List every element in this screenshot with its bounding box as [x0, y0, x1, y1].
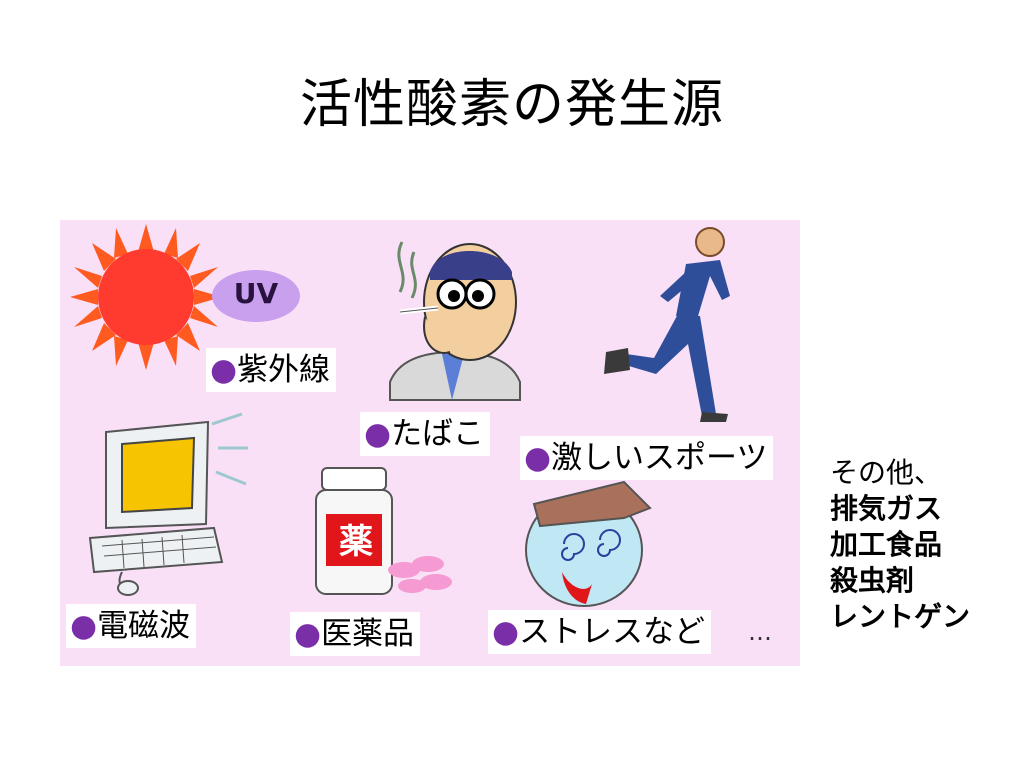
other-source-item: レントゲン — [830, 600, 971, 633]
other-sources-list: その他、 排気ガス 加工食品 殺虫剤 レントゲン — [830, 455, 970, 635]
uv-bubble — [212, 270, 300, 322]
bullet-icon: ● — [210, 352, 238, 388]
bullet-icon: ● — [492, 614, 520, 650]
uv-label: ●紫外線 — [206, 348, 337, 392]
tobacco-label: ●たばこ — [360, 412, 491, 456]
computer-icon — [88, 412, 248, 596]
slide-title: 活性酸素の発生源 — [299, 75, 724, 135]
other-source-item: 殺虫剤 — [830, 564, 915, 597]
stress-label: ●ストレスなど — [488, 610, 712, 654]
sports-label: ●激しいスポーツ — [520, 436, 774, 480]
ellipsis: … — [748, 618, 774, 646]
medicine-bottle-label: 薬 — [339, 522, 373, 562]
bullet-icon: ● — [364, 416, 392, 452]
stressed-face-icon — [525, 480, 652, 607]
bullet-icon: ● — [294, 616, 322, 652]
bullet-icon: ● — [70, 608, 98, 644]
other-sources-heading: その他、 — [830, 456, 943, 489]
em-waves-label: ●電磁波 — [66, 604, 197, 648]
uv-text: UV — [233, 277, 279, 310]
other-source-item: 排気ガス — [830, 492, 943, 525]
other-source-item: 加工食品 — [830, 528, 943, 561]
bullet-icon: ● — [524, 440, 552, 476]
smoker-icon — [389, 241, 521, 401]
runner-icon — [604, 227, 730, 422]
medicine-label: ●医薬品 — [290, 612, 421, 656]
medicine-bottle-icon — [315, 467, 452, 595]
sun-icon — [70, 224, 222, 370]
